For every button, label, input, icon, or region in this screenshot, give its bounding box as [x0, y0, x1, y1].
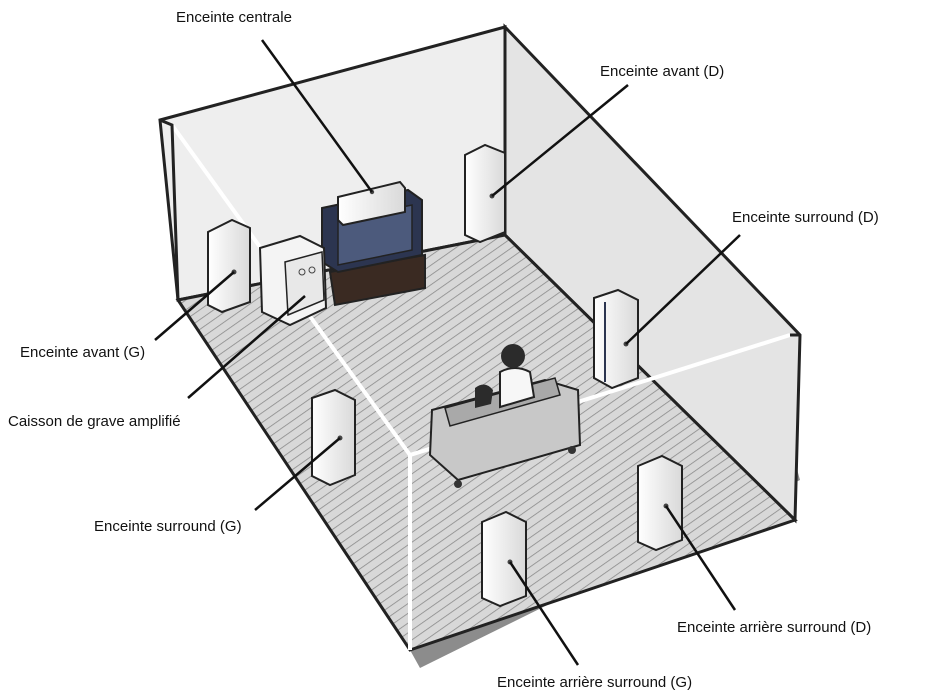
surround-right-speaker	[593, 288, 639, 390]
leader-front-left	[154, 271, 235, 341]
label-front-left-speaker: Enceinte avant (G)	[20, 344, 146, 361]
leader-subwoofer	[187, 295, 306, 399]
leader-surround-right	[625, 234, 741, 345]
label-rear-surround-right-speaker: Enceinte arrière surround (D)	[677, 619, 872, 636]
leader-surround-left	[254, 437, 341, 511]
leader-front-right	[491, 84, 629, 197]
leader-center	[260, 39, 374, 193]
rear-surround-left-speaker	[481, 510, 527, 608]
front-right-speaker	[464, 143, 506, 244]
label-surround-right-speaker: Enceinte surround (D)	[732, 209, 879, 226]
leader-rear-surround-right	[664, 505, 737, 611]
room-outer-frame	[159, 118, 180, 301]
label-front-right-speaker: Enceinte avant (D)	[600, 63, 725, 80]
label-subwoofer: Caisson de grave amplifié	[8, 413, 181, 430]
person	[475, 344, 536, 409]
leader-rear-surround-left	[508, 561, 580, 666]
front-left-speaker	[207, 218, 251, 314]
label-rear-surround-left-speaker: Enceinte arrière surround (G)	[497, 674, 693, 691]
label-center-speaker: Enceinte centrale	[176, 9, 292, 26]
label-surround-left-speaker: Enceinte surround (G)	[94, 518, 242, 535]
subwoofer	[258, 234, 328, 327]
rear-surround-right-speaker	[637, 454, 683, 552]
surround-left-speaker	[311, 388, 356, 487]
